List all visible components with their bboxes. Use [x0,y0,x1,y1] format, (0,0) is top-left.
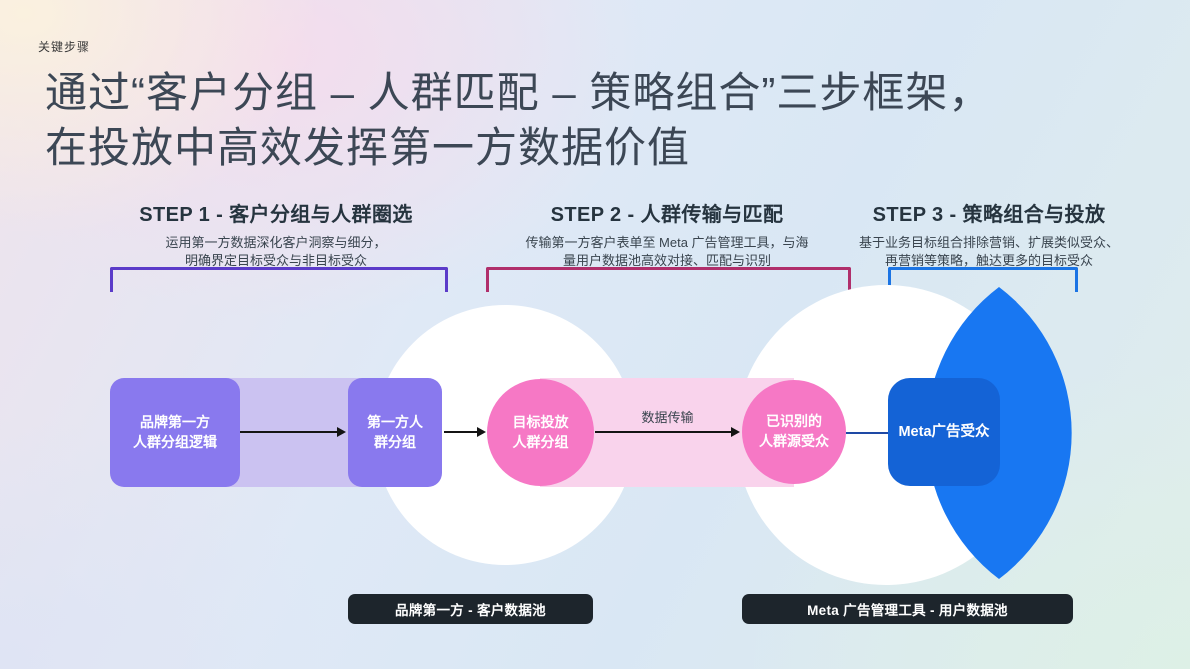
node-fps-line2: 群分组 [374,433,416,450]
step1-desc-line2: 明确界定目标受众与非目标受众 [184,253,367,269]
node-fps-line1: 第一方人 [367,413,423,430]
step1-bracket [110,267,448,292]
step3-header: STEP 3 - 策略组合与投放 基于业务目标组合排除营销、扩展类似受众、 再营… [828,198,1150,271]
node-ident-line2: 人群源受众 [759,433,829,449]
node-target-segment: 目标投放 人群分组 [487,379,594,486]
step2-bracket [486,267,851,292]
page-title: 通过“客户分组 – 人群匹配 – 策略组合”三步框架， 在投放中高效发挥第一方数… [45,66,1165,175]
step1-heading: STEP 1 - 客户分组与人群圈选 [139,204,413,226]
step2-description: 传输第一方客户表单至 Meta 广告管理工具，与海 量用户数据池高效对接、匹配与… [477,234,857,271]
step3-bracket [888,267,1078,292]
data-transfer-label: 数据传输 [641,410,694,425]
arrow-data-transfer [595,427,740,437]
node-ident-line1: 已识别的 [766,413,822,430]
node-target-line2: 人群分组 [512,433,569,450]
step1-header: STEP 1 - 客户分组与人群圈选 运用第一方数据深化客户洞察与细分， 明确界… [95,198,457,271]
brand-pool-label: 品牌第一方 - 客户数据池 [348,594,593,624]
node-meta-ad-audience: Meta广告受众 [888,378,1000,486]
step2-heading: STEP 2 - 人群传输与匹配 [550,204,784,226]
step3-description: 基于业务目标组合排除营销、扩展类似受众、 再营销等策略，触达更多的目标受众 [828,234,1150,271]
step2-desc-line2: 量用户数据池高效对接、匹配与识别 [562,253,771,269]
arrow-segment-to-target [444,427,486,437]
page-title-line2: 在投放中高效发挥第一方数据价值 [45,123,691,171]
node-brand-line2: 人群分组逻辑 [133,433,217,450]
step2-header: STEP 2 - 人群传输与匹配 传输第一方客户表单至 Meta 广告管理工具，… [477,198,857,271]
step2-desc-line1: 传输第一方客户表单至 Meta 广告管理工具，与海 [525,235,809,250]
step3-heading: STEP 3 - 策略组合与投放 [872,204,1106,226]
node-target-line1: 目标投放 [512,413,569,430]
node-meta-label: Meta广告受众 [898,423,990,440]
step1-description: 运用第一方数据深化客户洞察与细分， 明确界定目标受众与非目标受众 [95,234,457,271]
page-title-line1: 通过“客户分组 – 人群匹配 – 策略组合”三步框架， [45,69,992,116]
connector-identified-to-meta [846,432,888,434]
step3-desc-line2: 再营销等策略，触达更多的目标受众 [884,253,1093,269]
node-brand-segmentation-logic: 品牌第一方 人群分组逻辑 [110,378,240,487]
node-brand-line1: 品牌第一方 [140,413,210,430]
meta-pool-label: Meta 广告管理工具 - 用户数据池 [742,594,1073,624]
eyebrow-label: 关键步骤 [38,40,91,54]
arrow-brand-to-segment [240,427,346,437]
node-identified-audience: 已识别的 人群源受众 [742,380,846,484]
node-first-party-segment: 第一方人 群分组 [348,378,442,487]
step3-desc-line1: 基于业务目标组合排除营销、扩展类似受众、 [858,235,1119,250]
step1-desc-line1: 运用第一方数据深化客户洞察与细分， [165,235,387,250]
